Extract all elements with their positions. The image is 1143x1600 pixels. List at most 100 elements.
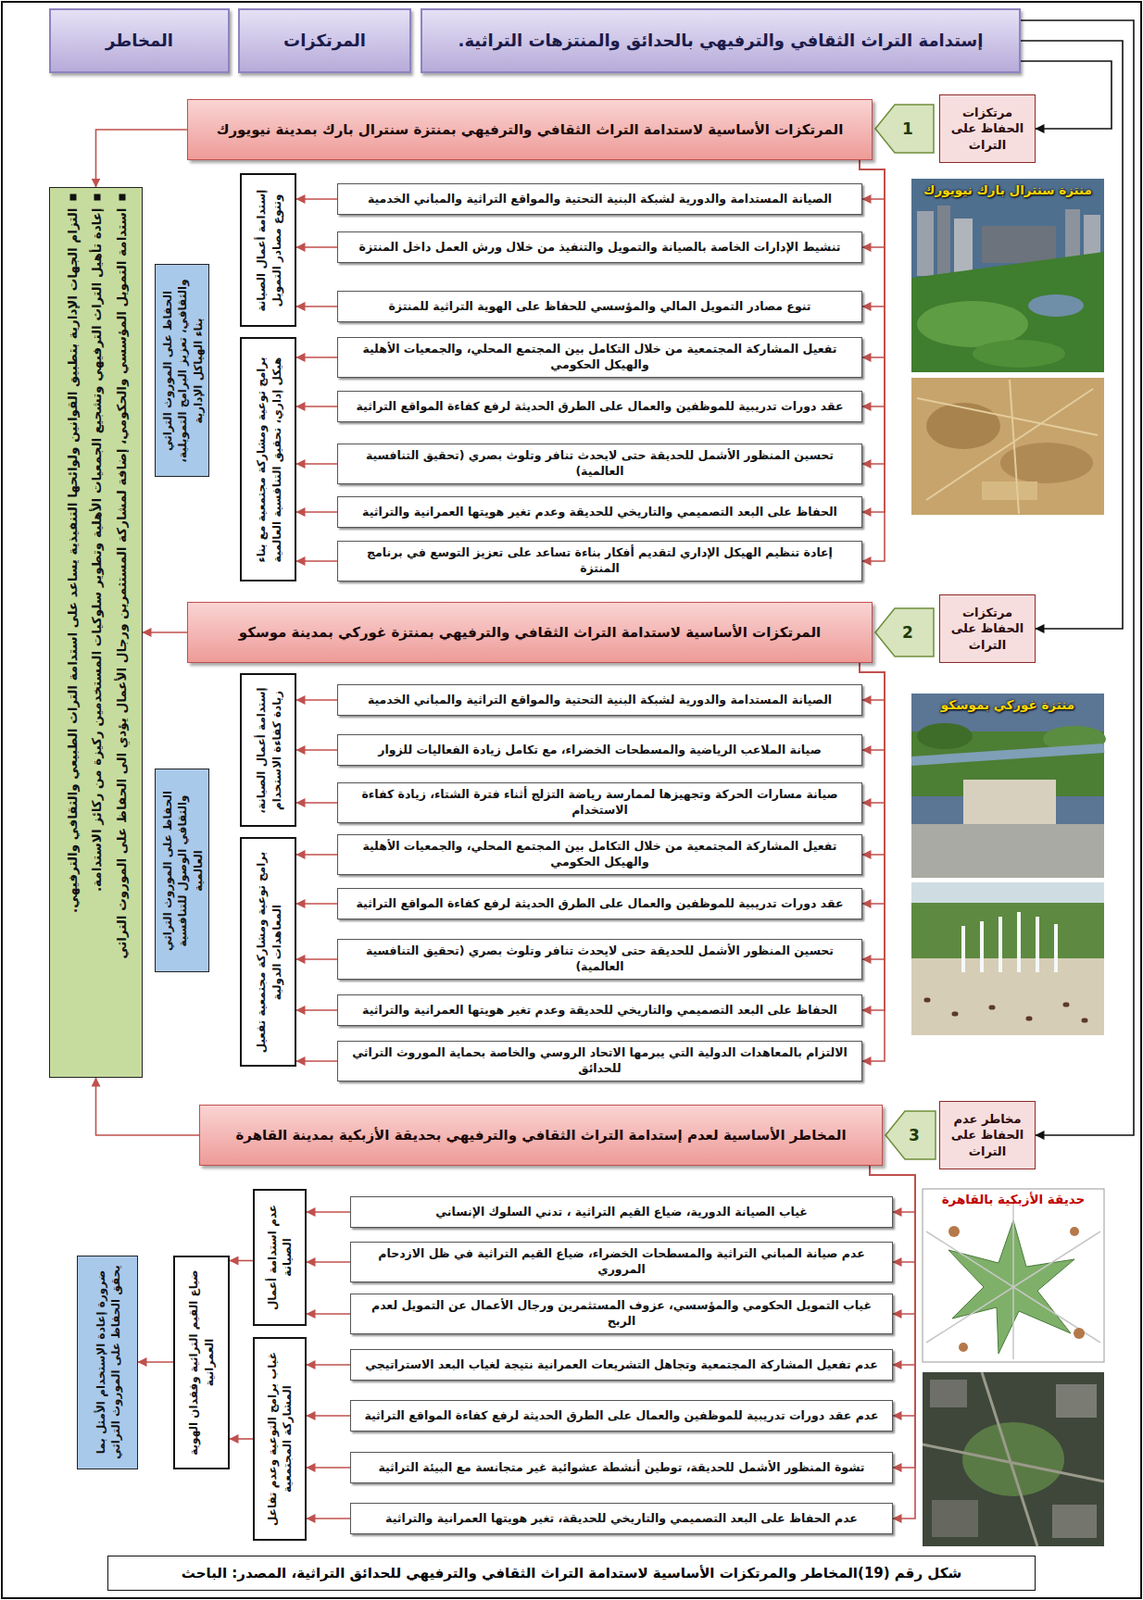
connector-arrow bbox=[306, 1364, 351, 1367]
photo-block bbox=[929, 1380, 968, 1408]
connector-arrow bbox=[296, 198, 338, 201]
top-text: إستدامة التراث الثقافي والترفيهي بالحدائ… bbox=[429, 29, 1012, 52]
outcome-box: ضرورة إعادة الإستخدام الأمثل بما يحقق ال… bbox=[76, 1256, 139, 1470]
connector-arrow bbox=[296, 903, 338, 905]
photo-sky bbox=[911, 693, 1105, 879]
outcome-box: الحفاظ على الموروث التراثي والثقافي الوص… bbox=[154, 768, 210, 973]
text-row: عدم صيانة المباني التراثية والمسطحات الخ… bbox=[358, 1246, 885, 1279]
item-box: الالتزام بالمعاهدات الدولية التي يبرمها … bbox=[337, 1041, 863, 1082]
connector-arrow bbox=[859, 160, 885, 200]
item-box: عقد دورات تدريبية للموظفين والعمال على ا… bbox=[337, 390, 863, 423]
connector-arrow bbox=[859, 160, 885, 358]
connector-arrow bbox=[306, 1261, 351, 1264]
connector-arrow bbox=[296, 854, 338, 856]
callout-arrow bbox=[885, 1111, 936, 1160]
text-row: عقد دورات تدريبية للموظفين والعمال على ا… bbox=[345, 896, 855, 913]
text-rotator: برامج توعية ومشاركة مجتمعية مع بناء هيكل… bbox=[244, 343, 292, 576]
white-text: عدم استدامة أعمال الصيانة bbox=[264, 1195, 295, 1320]
white-text: غياب برامج التوعية وعدم تفاعل المشاركة ا… bbox=[264, 1343, 295, 1535]
text-row: عقد دورات تدريبية للموظفين والعمال على ا… bbox=[345, 399, 855, 415]
text-rotator: عدم استدامة أعمال الصيانة bbox=[257, 1195, 302, 1320]
text-rotator: إستدامة أعمال الصيانة، زيادة كفاءة الاست… bbox=[244, 679, 292, 821]
photo-caption: منتزة غوركي بموسكو bbox=[915, 697, 1101, 715]
photo-sky bbox=[911, 882, 1105, 1036]
section-tag-box: مخاطر عدم الحفاظ على التراث bbox=[939, 1101, 1036, 1170]
connector-arrow bbox=[859, 160, 885, 407]
item-text: الالتزام بالمعاهدات الدولية التي يبرمها … bbox=[345, 1045, 855, 1078]
item-text: عقد دورات تدريبية للموظفين والعمال على ا… bbox=[345, 896, 855, 913]
photo-fountain bbox=[963, 912, 1056, 973]
banner-text: المرتكزات الأساسية لاستدامة التراث الثقا… bbox=[195, 623, 865, 642]
fountain-photo bbox=[911, 882, 1105, 1036]
text-row: الالتزام بالمعاهدات الدولية التي يبرمها … bbox=[345, 1045, 855, 1078]
caption-box: شكل رقم (19)المخاطر والمرتكزات الأساسية … bbox=[107, 1556, 1036, 1592]
text-row: غياب برامج التوعية وعدم تفاعل المشاركة ا… bbox=[264, 1343, 295, 1535]
photo-lake bbox=[1028, 294, 1084, 317]
item-text: تحسين المنظور الأشمل للحديقة حتى لايحدث … bbox=[345, 943, 855, 976]
callout-number: 2 bbox=[893, 622, 922, 643]
text-row: إستدامة التراث الثقافي والترفيهي بالحدائ… bbox=[429, 29, 1012, 52]
green-text: إعادة تأهيل التراث الترفيهي وتشجيع الجمع… bbox=[87, 207, 104, 1072]
text-row: التزام الجهات الإدارية بتطبيق القوانين و… bbox=[62, 193, 80, 1072]
white-text: ضياع القيم التراثية وفقدان الهوية العمرا… bbox=[186, 1262, 216, 1464]
text-row: الحفاظ على البعد التصميمي والتاريخي للحد… bbox=[345, 504, 855, 521]
connector-arrow bbox=[859, 663, 885, 905]
callout-arrow bbox=[875, 104, 934, 153]
callout-number: 3 bbox=[900, 1125, 929, 1146]
photo-building bbox=[963, 779, 1056, 825]
connector-arrow bbox=[306, 1415, 351, 1418]
white-text: إستدامة أعمال الصيانة وتنوع مصادر التموي… bbox=[252, 179, 283, 321]
text-row: تفعيل المشاركة المجتمعية من خلال التكامل… bbox=[345, 341, 855, 374]
connector-arrow bbox=[96, 129, 189, 188]
text-row: تحسين المنظور الأشمل للحديقة حتى لايحدث … bbox=[345, 448, 855, 480]
connector-arrow bbox=[1020, 40, 1123, 629]
text-row: برامج توعية ومشاركة مجتمعية مع بناء هيكل… bbox=[252, 343, 283, 576]
connector-arrow bbox=[296, 305, 338, 308]
section-tag-box: مرتكزات الحفاظ على التراث bbox=[939, 94, 1036, 164]
photo-block bbox=[931, 1500, 979, 1538]
blue-text: ضرورة إعادة الإستخدام الأمثل بما يحقق ال… bbox=[92, 1262, 123, 1464]
connector-arrow bbox=[306, 1211, 351, 1214]
connector-arrow bbox=[859, 663, 885, 855]
text-row: مرتكزات الحفاظ على التراث bbox=[947, 604, 1028, 654]
text-rotator: الحفاظ على الموروث التراثي والثقافي، تعز… bbox=[159, 270, 205, 471]
photo-trees bbox=[911, 903, 1105, 959]
photo-river bbox=[911, 748, 1105, 762]
text-rotator: ضرورة إعادة الإستخدام الأمثل بما يحقق ال… bbox=[81, 1262, 134, 1464]
item-box: عدم تفعيل المشاركة المجتمعية وتجاهل التش… bbox=[350, 1349, 893, 1382]
satellite-photo bbox=[922, 1372, 1105, 1547]
item-text: عدم الحفاظ على البعد التصميمي والتاريخي … bbox=[358, 1511, 885, 1528]
item-box: تحسين المنظور الأشمل للحديقة حتى لايحدث … bbox=[337, 939, 863, 980]
item-text: تفعيل المشاركة المجتمعية من خلال التكامل… bbox=[345, 341, 855, 374]
photo-block bbox=[1055, 1384, 1097, 1419]
text-rotator: برامج توعية ومشاركة مجتمعية تفعيل المعاه… bbox=[244, 843, 292, 1061]
connector-arrow bbox=[296, 1009, 338, 1012]
connector-arrow bbox=[296, 699, 338, 702]
connector-arrow bbox=[229, 1260, 253, 1263]
photo-block bbox=[1052, 1505, 1097, 1539]
connector-arrow bbox=[138, 1361, 174, 1364]
text-row: إستدامة أعمال الصيانة، زيادة كفاءة الاست… bbox=[252, 679, 283, 821]
aerial-photo bbox=[911, 377, 1105, 515]
connector-arrow bbox=[859, 160, 885, 248]
group-box: إستدامة أعمال الصيانة وتنوع مصادر التموي… bbox=[239, 173, 297, 327]
item-box: عقد دورات تدريبية للموظفين والعمال على ا… bbox=[337, 888, 863, 920]
white-text: برامج توعية ومشاركة مجتمعية تفعيل المعاه… bbox=[252, 843, 283, 1061]
head-text: المرتكزات bbox=[247, 29, 402, 52]
connector-arrow bbox=[859, 663, 885, 1062]
text-row: تفعيل المشاركة المجتمعية من خلال التكامل… bbox=[345, 839, 855, 871]
photo-plaza bbox=[911, 958, 1105, 1036]
text-rotator: غياب برامج التوعية وعدم تفاعل المشاركة ا… bbox=[257, 1343, 302, 1535]
text-row: مرتكزات الحفاظ على التراث bbox=[947, 104, 1028, 154]
photo-track bbox=[916, 379, 1098, 515]
group-box: عدم استدامة أعمال الصيانة bbox=[252, 1189, 307, 1327]
item-box: صيانة مسارات الحركة وتجهيزها لممارسة ريا… bbox=[337, 782, 863, 824]
item-box: تنوع مصادر التمويل المالي والمؤسسي للحفا… bbox=[337, 290, 863, 323]
text-row: عدم عقد دورات تدريبية للموظفين والعمال ع… bbox=[358, 1408, 885, 1425]
photo-ground bbox=[922, 1372, 1105, 1547]
group-box: غياب برامج التوعية وعدم تفاعل المشاركة ا… bbox=[252, 1337, 307, 1542]
figure-caption: شكل رقم (19)المخاطر والمرتكزات الأساسية … bbox=[181, 1564, 962, 1583]
connector-arrow bbox=[306, 1467, 351, 1470]
